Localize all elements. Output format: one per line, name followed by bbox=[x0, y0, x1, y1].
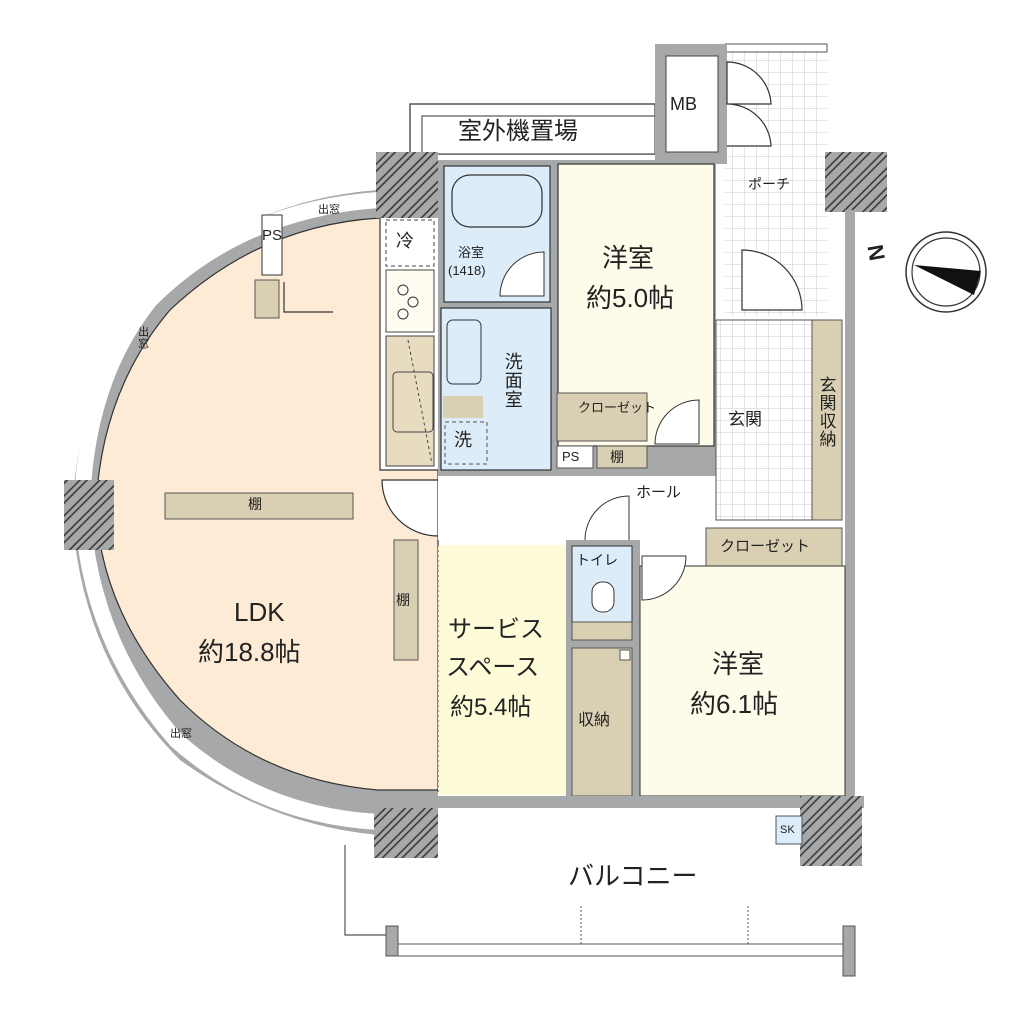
bay-window-bottom-label: 出窓 bbox=[170, 728, 192, 740]
ps-ldk-label: PS bbox=[262, 227, 283, 244]
bathroom-label: 浴室 bbox=[458, 245, 485, 260]
bay-window-left-label: 出窓 bbox=[136, 326, 149, 350]
shelf-ldk-vertical-label: 棚 bbox=[396, 592, 410, 608]
hall bbox=[438, 476, 706, 541]
meter-box-label: MB bbox=[670, 94, 697, 114]
closet-room-1-label: クローゼット bbox=[578, 400, 657, 415]
slop-sink-label: SK bbox=[780, 824, 795, 836]
service-space-name-line2: スペース bbox=[446, 654, 540, 681]
compass-icon bbox=[905, 231, 987, 313]
washroom-label: 洗面室 bbox=[502, 352, 523, 409]
toilet-storage bbox=[566, 540, 640, 800]
western-room-2 bbox=[639, 555, 846, 797]
shelf-ldk-horizontal-label: 棚 bbox=[248, 496, 262, 512]
bay-window-top-label: 出窓 bbox=[318, 204, 340, 216]
toilet-label: トイレ bbox=[576, 552, 618, 568]
ldk-size: 約18.8帖 bbox=[198, 637, 301, 667]
western-room-1-size: 約5.0帖 bbox=[586, 283, 675, 313]
entrance bbox=[705, 319, 843, 567]
outdoor-unit-area-label: 室外機置場 bbox=[458, 118, 578, 145]
bathroom-size: (1418) bbox=[448, 263, 486, 278]
western-room-2-name: 洋室 bbox=[712, 649, 765, 679]
ldk-area bbox=[64, 152, 439, 858]
storage-service-label: 収納 bbox=[578, 712, 611, 729]
washer-label: 洗 bbox=[454, 430, 472, 450]
fridge-label: 冷 bbox=[396, 231, 414, 251]
porch-label: ポーチ bbox=[748, 176, 790, 192]
balcony-label: バルコニー bbox=[568, 861, 698, 891]
porch bbox=[655, 43, 887, 316]
entrance-label: 玄関 bbox=[728, 410, 762, 429]
service-space bbox=[437, 545, 566, 795]
service-space-size: 約5.4帖 bbox=[450, 694, 532, 721]
service-space-name-line1: サービス bbox=[448, 616, 544, 643]
ldk-name: LDK bbox=[234, 597, 285, 627]
outdoor-unit-area bbox=[409, 103, 656, 155]
shelf-hall-label: 棚 bbox=[610, 449, 624, 465]
entrance-storage-label: 玄関収納 bbox=[816, 376, 836, 448]
closet-room-2-label: クローゼット bbox=[720, 538, 811, 555]
balcony bbox=[344, 796, 864, 977]
western-room-1 bbox=[556, 160, 716, 476]
ps-hall-label: PS bbox=[562, 449, 580, 464]
western-room-1-name: 洋室 bbox=[602, 243, 655, 273]
bath-wash-area bbox=[438, 160, 556, 476]
hall-label: ホール bbox=[636, 484, 682, 501]
western-room-2-size: 約6.1帖 bbox=[690, 689, 779, 719]
